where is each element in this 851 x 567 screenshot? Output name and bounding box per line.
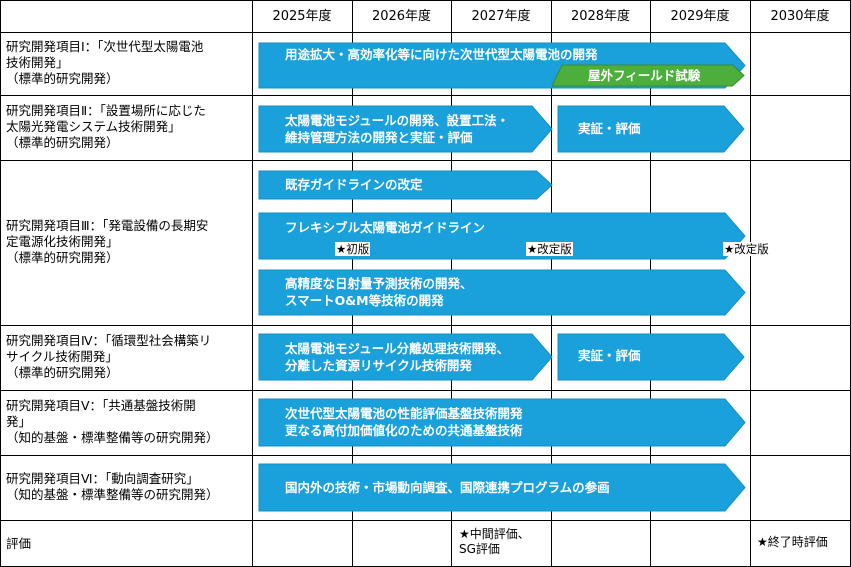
grid-line-col0 (252, 0, 253, 567)
arrow-flexible-cell-guideline: フレキシブル太陽電池ガイドライン (258, 212, 746, 260)
arrow-demonstration-evaluation-2: 実証・評価 (557, 105, 745, 153)
milestone-first-edition: ★初版 (335, 242, 371, 256)
arrow-label: フレキシブル太陽電池ガイドライン (285, 220, 486, 235)
grid-line-row6 (0, 520, 851, 521)
blue-arrow-body (557, 333, 745, 381)
blue-arrow-body (258, 333, 553, 381)
arrow-label: 屋外フィールド試験 (588, 68, 701, 83)
arrow-label: 用途拡大・高効率化等に向けた次世代型太陽電池の開発 (285, 47, 598, 62)
grid-line-top (0, 0, 851, 1)
year-header-2026: 2026年度 (371, 9, 432, 24)
grid-line-row3 (0, 325, 851, 326)
year-header-2025: 2025年度 (272, 9, 332, 24)
grid-line-row5 (0, 455, 851, 456)
arrow-shape (258, 170, 553, 200)
arrow-demonstration-evaluation-4: 実証・評価 (557, 333, 745, 381)
evaluation-final: ★終了時評価 (757, 535, 828, 549)
arrow-shape (258, 398, 746, 447)
arrow-shape (258, 105, 553, 153)
green-arrow-body (551, 64, 745, 87)
arrow-module-development: 太陽電池モジュールの開発、設置工法・ 維持管理方法の開発と実証・評価 (258, 105, 553, 153)
evaluation-interim: ★中間評価、 SG評価 (459, 527, 530, 556)
grid-line-left (0, 0, 1, 567)
arrow-shape (551, 64, 745, 87)
arrow-label: 次世代型太陽電池の性能評価基盤技術開発 更なる高付加価値化のための共通基盤技術 (285, 406, 523, 438)
arrow-label: 太陽電池モジュールの開発、設置工法・ 維持管理方法の開発と実証・評価 (285, 113, 510, 145)
year-header-2028: 2028年度 (570, 9, 631, 24)
arrow-label: 実証・評価 (578, 348, 641, 363)
arrow-shape (258, 463, 746, 512)
year-header-2027: 2027年度 (471, 9, 531, 24)
arrow-module-separation: 太陽電池モジュール分離処理技術開発、 分離した資源リサイクル技術開発 (258, 333, 553, 381)
blue-arrow-body (557, 105, 745, 153)
grid-line-row2 (0, 160, 851, 161)
item-label-2: 研究開発項目Ⅱ：「設置場所に応じた 太陽光発電システム技術開発」 （標準的研究開… (6, 103, 206, 150)
arrow-irradiance-forecast: 高精度な日射量予測技術の開発、 スマートO&M等技術の開発 (258, 269, 746, 316)
blue-arrow-body (258, 170, 553, 200)
arrow-shape (258, 333, 553, 381)
item-label-6: 研究開発項目Ⅵ：「動向調査研究」 （知的基盤・標準整備等の研究開発） (6, 471, 219, 502)
item-label-5: 研究開発項目Ⅴ：「共通基盤技術開 発」 （知的基盤・標準整備等の研究開発） (6, 398, 219, 445)
item-label-4: 研究開発項目Ⅳ：「循環型社会構築リ サイクル技術開発」 （標準的研究開発） (6, 333, 212, 380)
arrow-outdoor-field-test: 屋外フィールド試験 (551, 64, 745, 87)
arrow-label: 実証・評価 (578, 121, 641, 136)
milestone-revised-edition-2029: ★改定版 (723, 242, 770, 256)
grid-line-col5 (750, 0, 751, 567)
blue-arrow-body (258, 105, 553, 153)
arrow-trend-survey: 国内外の技術・市場動向調査、国際連携プログラムの参画 (258, 463, 746, 512)
arrow-shape (557, 105, 745, 153)
grid-line-row1 (0, 95, 851, 96)
arrow-shape (258, 269, 746, 316)
year-header-2029: 2029年度 (670, 9, 730, 24)
arrow-label: 国内外の技術・市場動向調査、国際連携プログラムの参画 (285, 480, 610, 495)
arrow-performance-evaluation-platform: 次世代型太陽電池の性能評価基盤技術開発 更なる高付加価値化のための共通基盤技術 (258, 398, 746, 447)
arrow-existing-guideline-revision: 既存ガイドラインの改定 (258, 170, 553, 200)
item-label-evaluation: 評価 (6, 536, 32, 551)
arrow-shape (557, 333, 745, 381)
arrow-label: 既存ガイドラインの改定 (285, 177, 423, 192)
blue-arrow-body (258, 398, 746, 447)
milestone-revised-edition-2027: ★改定版 (526, 242, 573, 256)
year-header-2030: 2030年度 (770, 9, 830, 24)
arrow-label: 太陽電池モジュール分離処理技術開発、 分離した資源リサイクル技術開発 (285, 341, 510, 373)
blue-arrow-body (258, 463, 746, 512)
item-label-3: 研究開発項目Ⅲ：「発電設備の長期安 定電源化技術開発」 （標準的研究開発） (6, 218, 209, 265)
arrow-label: 高精度な日射量予測技術の開発、 スマートO&M等技術の開発 (285, 276, 473, 308)
item-label-1: 研究開発項目Ⅰ：「次世代型太陽電池 技術開発」 （標準的研究開発） (6, 39, 204, 86)
blue-arrow-body (258, 269, 746, 316)
grid-line-row4 (0, 390, 851, 391)
grid-line-header (0, 32, 851, 33)
